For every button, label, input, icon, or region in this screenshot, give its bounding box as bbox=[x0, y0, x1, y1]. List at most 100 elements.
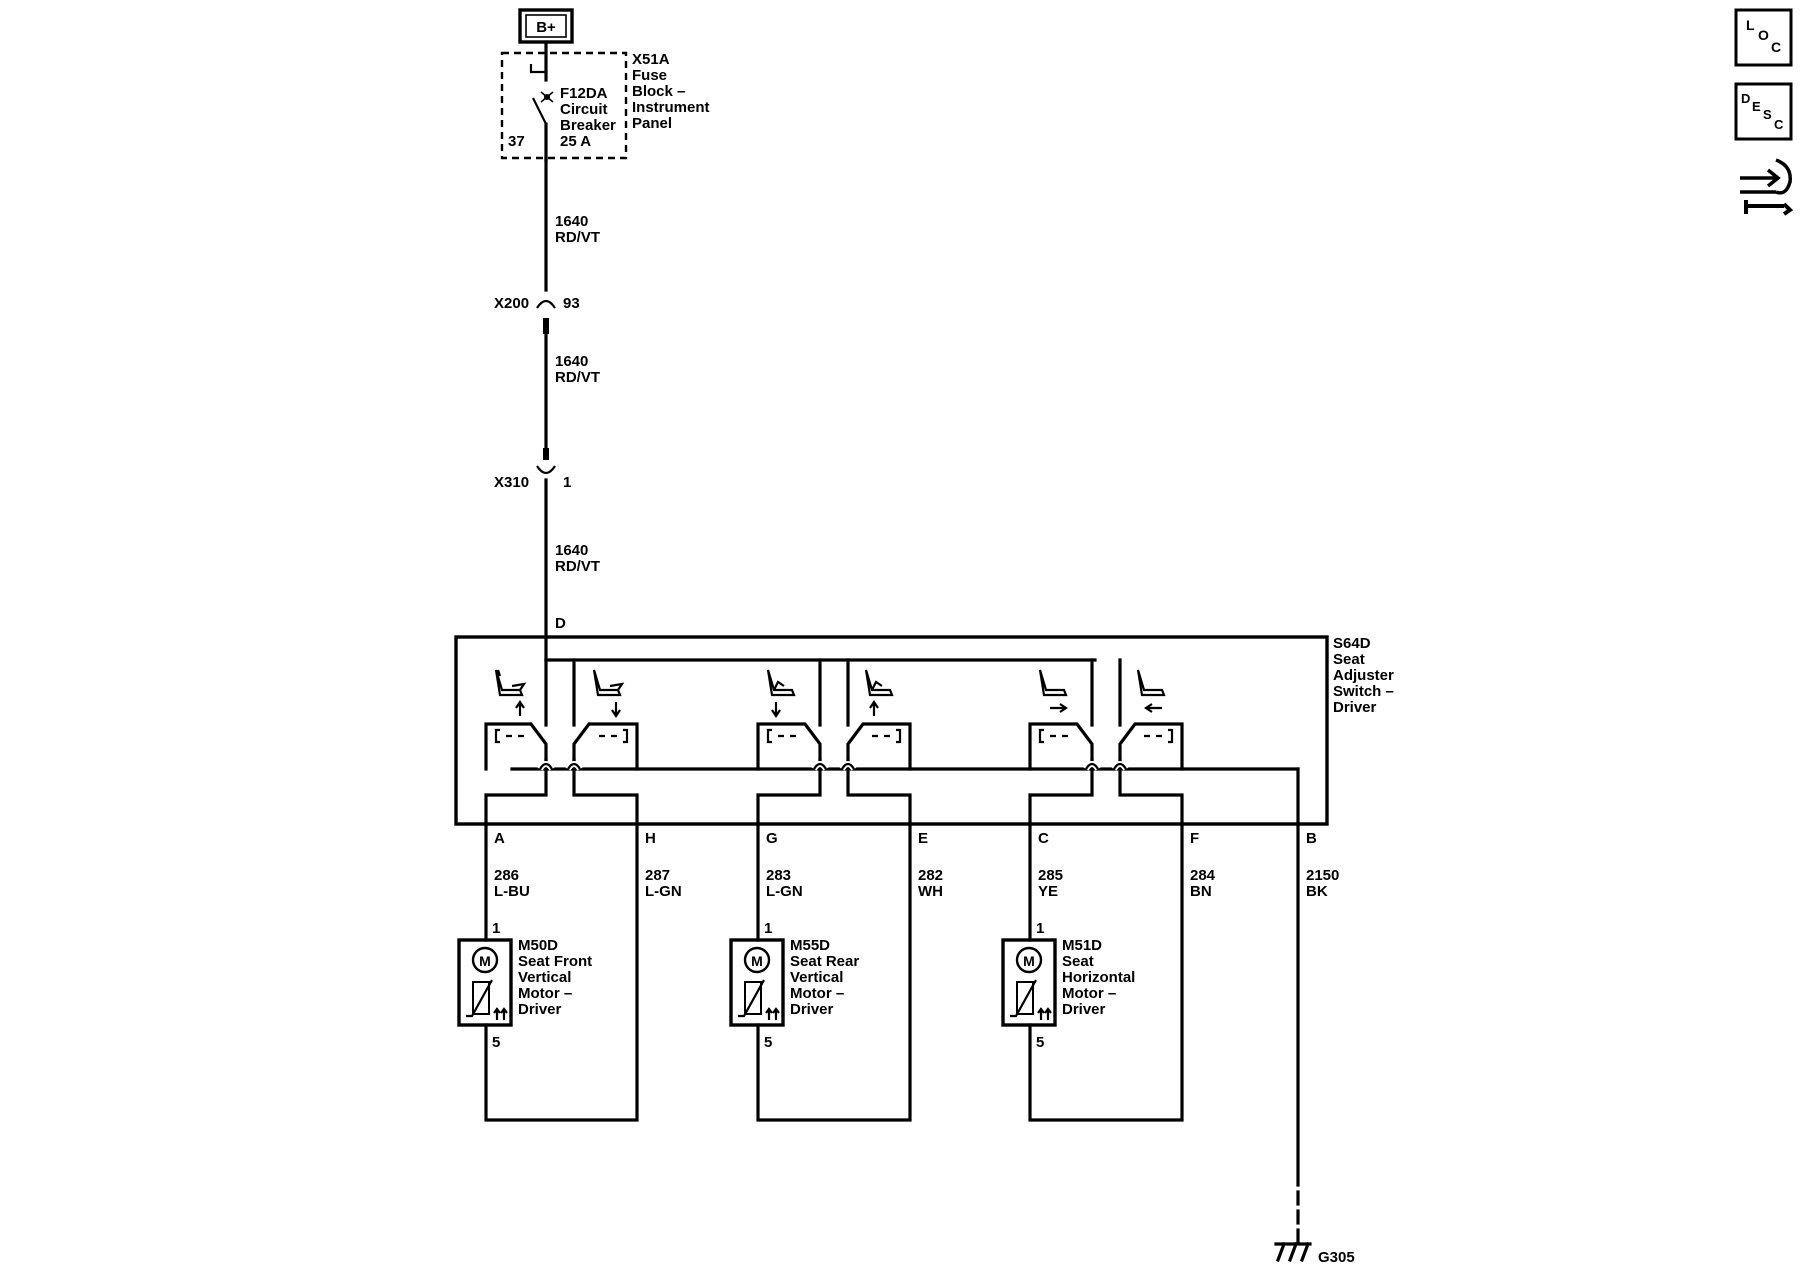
svg-text:Horizontal: Horizontal bbox=[1062, 969, 1135, 986]
pin-label-f: F bbox=[1190, 830, 1199, 847]
motor-symbol: M bbox=[751, 953, 763, 969]
svg-text:RD/VT: RD/VT bbox=[555, 369, 600, 386]
switch-contact-horizontal-forward bbox=[1028, 722, 1094, 771]
motor-symbol: M bbox=[479, 953, 491, 969]
svg-text:E: E bbox=[1752, 99, 1761, 114]
connector-repair-icon[interactable] bbox=[1734, 152, 1796, 224]
ground-symbol-icon bbox=[1274, 1241, 1312, 1263]
svg-text:X310: X310 bbox=[494, 474, 529, 491]
svg-text:Breaker: Breaker bbox=[560, 117, 616, 134]
pin-label-g: G bbox=[766, 830, 778, 847]
svg-text:L-GN: L-GN bbox=[645, 883, 682, 900]
fuse-block-label: X51A Fuse Block – Instrument Panel bbox=[632, 51, 710, 132]
motor-m50d: M 1 5 M50D Seat Front Vertical Motor – D… bbox=[457, 920, 592, 1051]
seat-rear-up-icon bbox=[864, 669, 894, 716]
svg-text:Seat Rear: Seat Rear bbox=[790, 953, 859, 970]
svg-text:Seat Front: Seat Front bbox=[518, 953, 592, 970]
svg-text:Vertical: Vertical bbox=[790, 969, 843, 986]
svg-text:284: 284 bbox=[1190, 867, 1216, 884]
svg-text:D: D bbox=[1741, 91, 1750, 106]
svg-text:285: 285 bbox=[1038, 867, 1063, 884]
switch-label: S64D Seat Adjuster Switch – Driver bbox=[1333, 635, 1394, 716]
svg-text:25 A: 25 A bbox=[560, 133, 591, 150]
wire-label-2: 1640 RD/VT bbox=[555, 353, 600, 386]
svg-text:BN: BN bbox=[1190, 883, 1212, 900]
svg-text:RD/VT: RD/VT bbox=[555, 229, 600, 246]
svg-text:1: 1 bbox=[1036, 920, 1044, 937]
svg-text:287: 287 bbox=[645, 867, 670, 884]
svg-text:1: 1 bbox=[492, 920, 500, 937]
svg-text:Seat: Seat bbox=[1062, 953, 1094, 970]
switch-contact-rear-down bbox=[756, 722, 822, 771]
switch-input-pin: D bbox=[555, 615, 566, 632]
svg-text:Motor –: Motor – bbox=[1062, 985, 1116, 1002]
connector-x200: X200 93 bbox=[494, 295, 580, 312]
svg-text:Circuit: Circuit bbox=[560, 101, 608, 118]
svg-text:Motor –: Motor – bbox=[790, 985, 844, 1002]
motor-wiring bbox=[484, 822, 1184, 1122]
motor-m50d-label: M50D Seat Front Vertical Motor – Driver bbox=[518, 937, 592, 1018]
svg-text:5: 5 bbox=[492, 1034, 500, 1051]
svg-text:L-GN: L-GN bbox=[766, 883, 803, 900]
svg-text:Fuse: Fuse bbox=[632, 67, 667, 84]
fuse-block: X51A Fuse Block – Instrument Panel F12DA… bbox=[500, 40, 710, 162]
svg-text:S: S bbox=[1763, 107, 1772, 122]
seat-direction-icons bbox=[494, 669, 1166, 718]
svg-text:Vertical: Vertical bbox=[518, 969, 571, 986]
main-feed-wire bbox=[536, 156, 556, 662]
svg-text:C: C bbox=[1774, 117, 1784, 132]
svg-text:RD/VT: RD/VT bbox=[555, 558, 600, 575]
motor-m51d: M 1 5 M51D Seat Horizontal Motor – Drive… bbox=[1001, 920, 1135, 1051]
svg-text:Switch –: Switch – bbox=[1333, 683, 1394, 700]
svg-text:1640: 1640 bbox=[555, 353, 588, 370]
switch-contact-horizontal-rearward bbox=[1118, 722, 1184, 771]
output-pin-labels: A H G E C F B bbox=[494, 830, 1317, 847]
svg-text:X200: X200 bbox=[494, 295, 529, 312]
switch-contact-front-down bbox=[572, 722, 639, 771]
svg-text:M51D: M51D bbox=[1062, 937, 1102, 954]
connector-x310: X310 1 bbox=[494, 474, 571, 491]
ground-label: G305 bbox=[1318, 1249, 1355, 1266]
svg-text:5: 5 bbox=[764, 1034, 772, 1051]
motor-m51d-label: M51D Seat Horizontal Motor – Driver bbox=[1062, 937, 1135, 1018]
svg-text:WH: WH bbox=[918, 883, 943, 900]
svg-text:Block –: Block – bbox=[632, 83, 685, 100]
motor-symbol: M bbox=[1023, 953, 1035, 969]
svg-text:YE: YE bbox=[1038, 883, 1058, 900]
svg-text:Instrument: Instrument bbox=[632, 99, 710, 116]
seat-front-up-icon bbox=[494, 669, 527, 716]
svg-text:2150: 2150 bbox=[1306, 867, 1339, 884]
pin-label-c: C bbox=[1038, 830, 1049, 847]
seat-rearward-icon bbox=[1136, 669, 1166, 713]
pin-label-a: A bbox=[494, 830, 505, 847]
motor-m55d-label: M55D Seat Rear Vertical Motor – Driver bbox=[790, 937, 859, 1018]
desc-icon[interactable]: D E S C bbox=[1734, 82, 1793, 141]
svg-text:Seat: Seat bbox=[1333, 651, 1365, 668]
ground-circuit: G305 bbox=[1274, 822, 1355, 1266]
wire-label-3: 1640 RD/VT bbox=[555, 542, 600, 575]
svg-text:F12DA: F12DA bbox=[560, 85, 608, 102]
svg-text:93: 93 bbox=[563, 295, 580, 312]
fuse-pin-label: 37 bbox=[508, 133, 525, 150]
seat-rear-down-icon bbox=[766, 669, 796, 718]
switch-contact-rear-up bbox=[846, 722, 912, 771]
svg-text:L: L bbox=[1746, 17, 1755, 33]
svg-text:286: 286 bbox=[494, 867, 519, 884]
svg-text:X51A: X51A bbox=[632, 51, 670, 68]
svg-text:M50D: M50D bbox=[518, 937, 558, 954]
svg-text:S64D: S64D bbox=[1333, 635, 1371, 652]
power-label: B+ bbox=[536, 19, 556, 36]
pin-label-e: E bbox=[918, 830, 928, 847]
pin-label-b: B bbox=[1306, 830, 1317, 847]
loc-icon[interactable]: L O C bbox=[1734, 8, 1793, 67]
wire-label-1: 1640 RD/VT bbox=[555, 213, 600, 246]
switch-contact-front-up bbox=[484, 722, 548, 771]
svg-text:Motor –: Motor – bbox=[518, 985, 572, 1002]
